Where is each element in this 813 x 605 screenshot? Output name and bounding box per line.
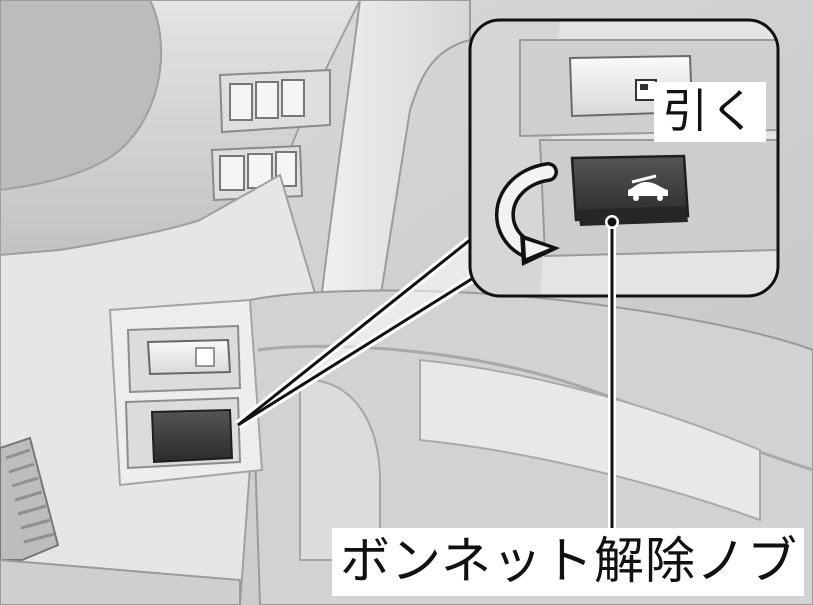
hood-release-lever[interactable] — [124, 396, 242, 470]
callout-leader-lines — [235, 236, 481, 429]
hood-release-knob-label: ボンネット解除ノブ — [332, 528, 804, 596]
fuel-door-lever[interactable] — [126, 324, 242, 394]
inset-hood-release-knob[interactable] — [570, 154, 690, 226]
dash-switch-cluster — [210, 68, 331, 202]
curved-arrow-icon — [494, 162, 560, 266]
detail-inset — [468, 18, 780, 298]
car-hood-open-icon — [628, 174, 668, 201]
pull-label: 引く — [654, 82, 766, 142]
knob-label-leader — [605, 215, 619, 530]
pedal — [0, 436, 60, 561]
